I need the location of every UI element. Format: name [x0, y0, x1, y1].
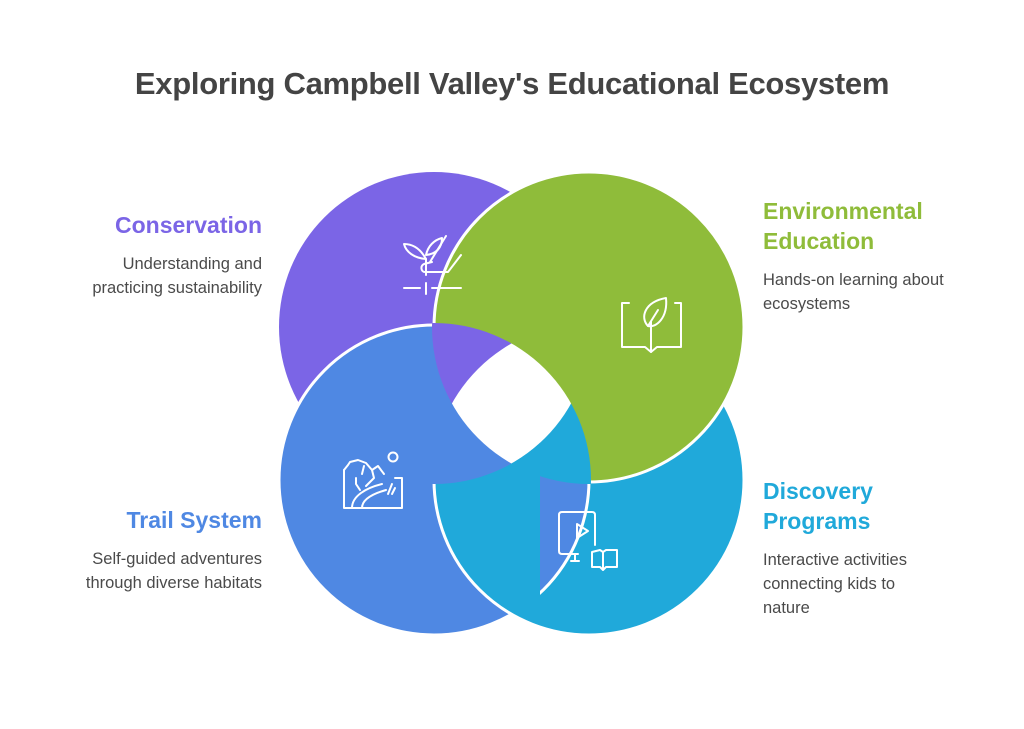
label-trail-system: Trail System Self-guided adventures thro… — [40, 505, 262, 595]
book-with-leaf-icon — [621, 297, 682, 353]
label-conservation: Conservation Understanding and practicin… — [60, 210, 262, 300]
page-title: Exploring Campbell Valley's Educational … — [134, 66, 890, 101]
conservation-description: Understanding and practicing sustainabil… — [92, 255, 262, 297]
environmental-education-description: Hands-on learning about ecosystems — [763, 271, 944, 313]
landscape-trail-icon — [343, 451, 403, 509]
discovery-programs-description: Interactive activities connecting kids t… — [763, 551, 907, 617]
video-and-book-icon — [558, 511, 618, 571]
label-discovery-programs: Discovery Programs Interactive activitie… — [763, 476, 963, 620]
trail-system-description: Self-guided adventures through diverse h… — [85, 550, 262, 592]
environmental-education-title: Environmental Education — [763, 198, 923, 254]
plant-in-hand-icon — [403, 235, 462, 295]
discovery-programs-title: Discovery Programs — [763, 478, 873, 534]
trail-system-title: Trail System — [126, 507, 262, 533]
label-environmental-education: Environmental Education Hands-on learnin… — [763, 196, 993, 316]
conservation-title: Conservation — [115, 212, 262, 238]
